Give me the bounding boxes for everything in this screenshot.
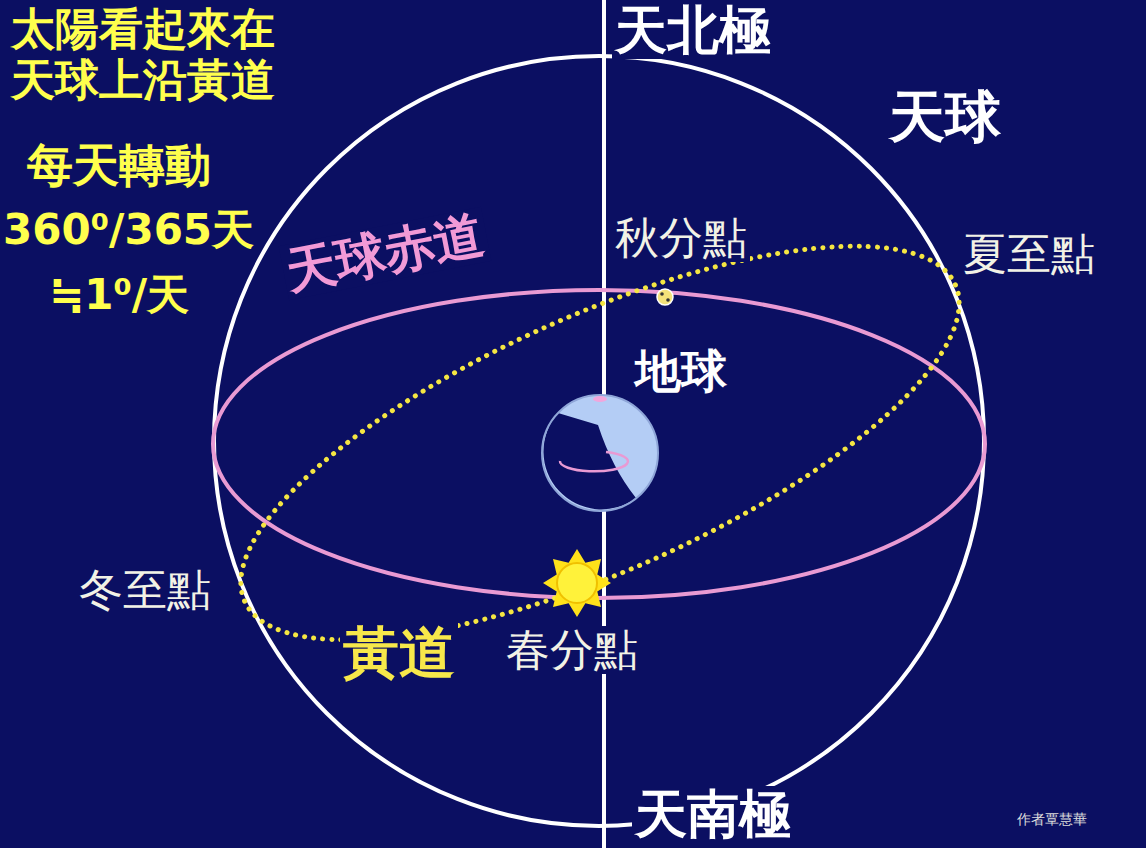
- sun-rays: [543, 549, 611, 617]
- sun: [543, 549, 611, 617]
- label: ≒1⁰/天: [46, 272, 192, 318]
- marker-disc: [657, 289, 673, 305]
- label: 秋分點: [612, 214, 750, 262]
- earth-lit: [542, 395, 658, 511]
- label: 天球赤道: [279, 207, 492, 300]
- marker-dot: [660, 292, 664, 296]
- label: 天球: [886, 86, 1004, 148]
- label: 春分點: [503, 626, 641, 674]
- earth-pole: [593, 396, 607, 402]
- ecliptic: [193, 168, 1008, 718]
- label: 天南極: [632, 786, 794, 843]
- label: 每天轉動: [24, 140, 214, 191]
- axis-south: [602, 511, 606, 848]
- label: 地球: [632, 346, 730, 397]
- celestial-equator: [213, 290, 985, 598]
- earth-equator: [560, 452, 628, 471]
- earth: [542, 395, 658, 511]
- earth-dark: [543, 413, 636, 509]
- label: 冬至點: [76, 566, 214, 614]
- celestial-sphere: [214, 56, 984, 826]
- sun-disc: [557, 563, 597, 603]
- label: 黃道: [340, 622, 458, 684]
- equinox-marker: [657, 289, 673, 305]
- earth-outline: [542, 395, 658, 511]
- marker-dot: [666, 298, 670, 302]
- label: 太陽看起來在 天球上沿黃道: [8, 4, 296, 105]
- label: 作者覃慧華: [1014, 812, 1090, 827]
- label: 夏至點: [960, 230, 1098, 278]
- label: 360⁰/365天: [0, 207, 257, 253]
- label: 天北極: [612, 2, 774, 59]
- axis-north: [602, 0, 606, 395]
